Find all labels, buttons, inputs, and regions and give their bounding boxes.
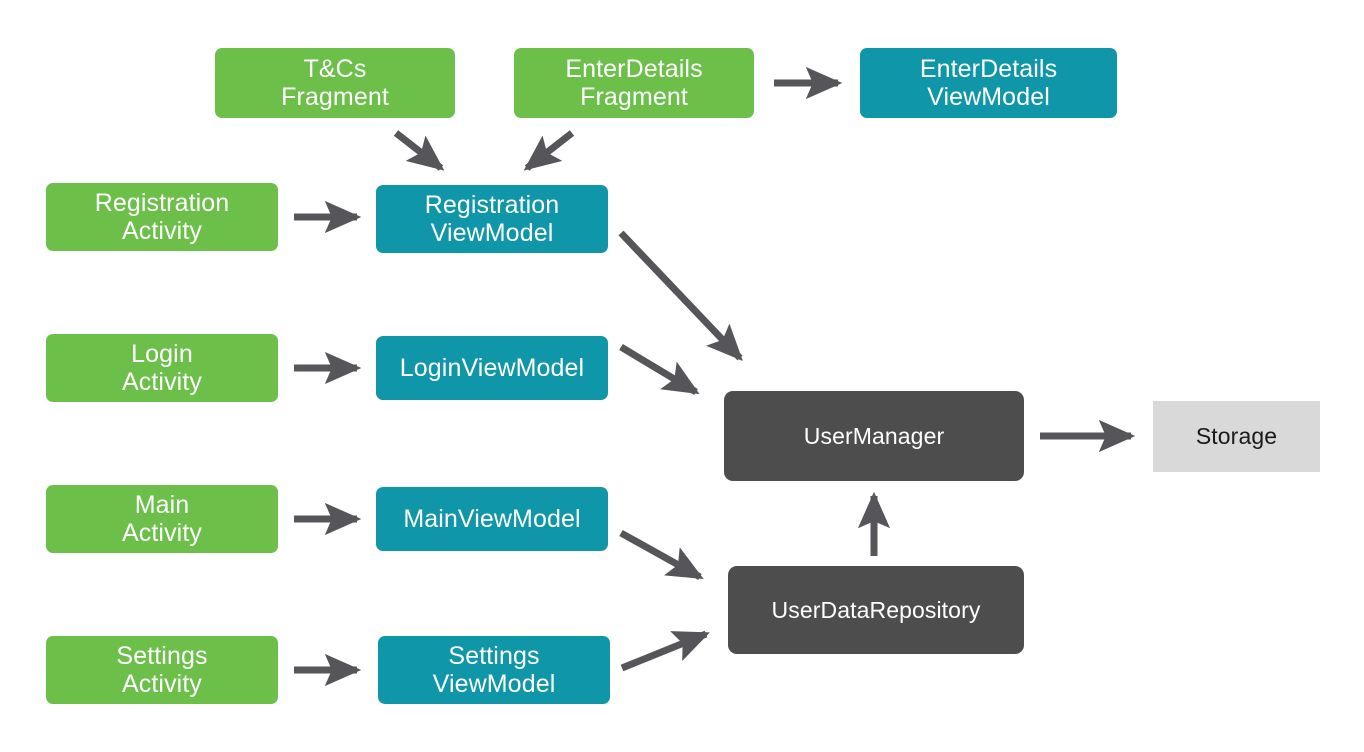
edge-settings-viewmodel-to-user-data-repository (620, 630, 710, 672)
node-enterdetails-viewmodel[interactable]: EnterDetails ViewModel (860, 48, 1117, 118)
node-storage[interactable]: Storage (1153, 401, 1320, 472)
node-login-viewmodel[interactable]: LoginViewModel (376, 336, 608, 400)
node-settings-viewmodel[interactable]: Settings ViewModel (378, 636, 610, 704)
edge-tncs-fragment-to-registration-viewmodel (393, 130, 445, 171)
node-user-data-repository[interactable]: UserDataRepository (728, 566, 1024, 654)
edge-login-viewmodel-to-user-manager (619, 343, 700, 396)
node-main-viewmodel[interactable]: MainViewModel (376, 487, 608, 551)
node-registration-activity[interactable]: Registration Activity (46, 183, 278, 251)
node-login-activity[interactable]: Login Activity (46, 334, 278, 402)
node-registration-viewmodel[interactable]: Registration ViewModel (376, 185, 608, 253)
edge-main-viewmodel-to-user-data-repository (619, 529, 704, 581)
edge-registration-viewmodel-to-user-manager (618, 230, 743, 362)
node-settings-activity[interactable]: Settings Activity (46, 636, 278, 704)
edge-enterdetails-fragment-to-registration-viewmodel (523, 130, 575, 171)
node-user-manager[interactable]: UserManager (724, 391, 1024, 481)
node-tncs-fragment[interactable]: T&Cs Fragment (215, 48, 455, 118)
node-main-activity[interactable]: Main Activity (46, 485, 278, 553)
node-enterdetails-fragment[interactable]: EnterDetails Fragment (514, 48, 754, 118)
